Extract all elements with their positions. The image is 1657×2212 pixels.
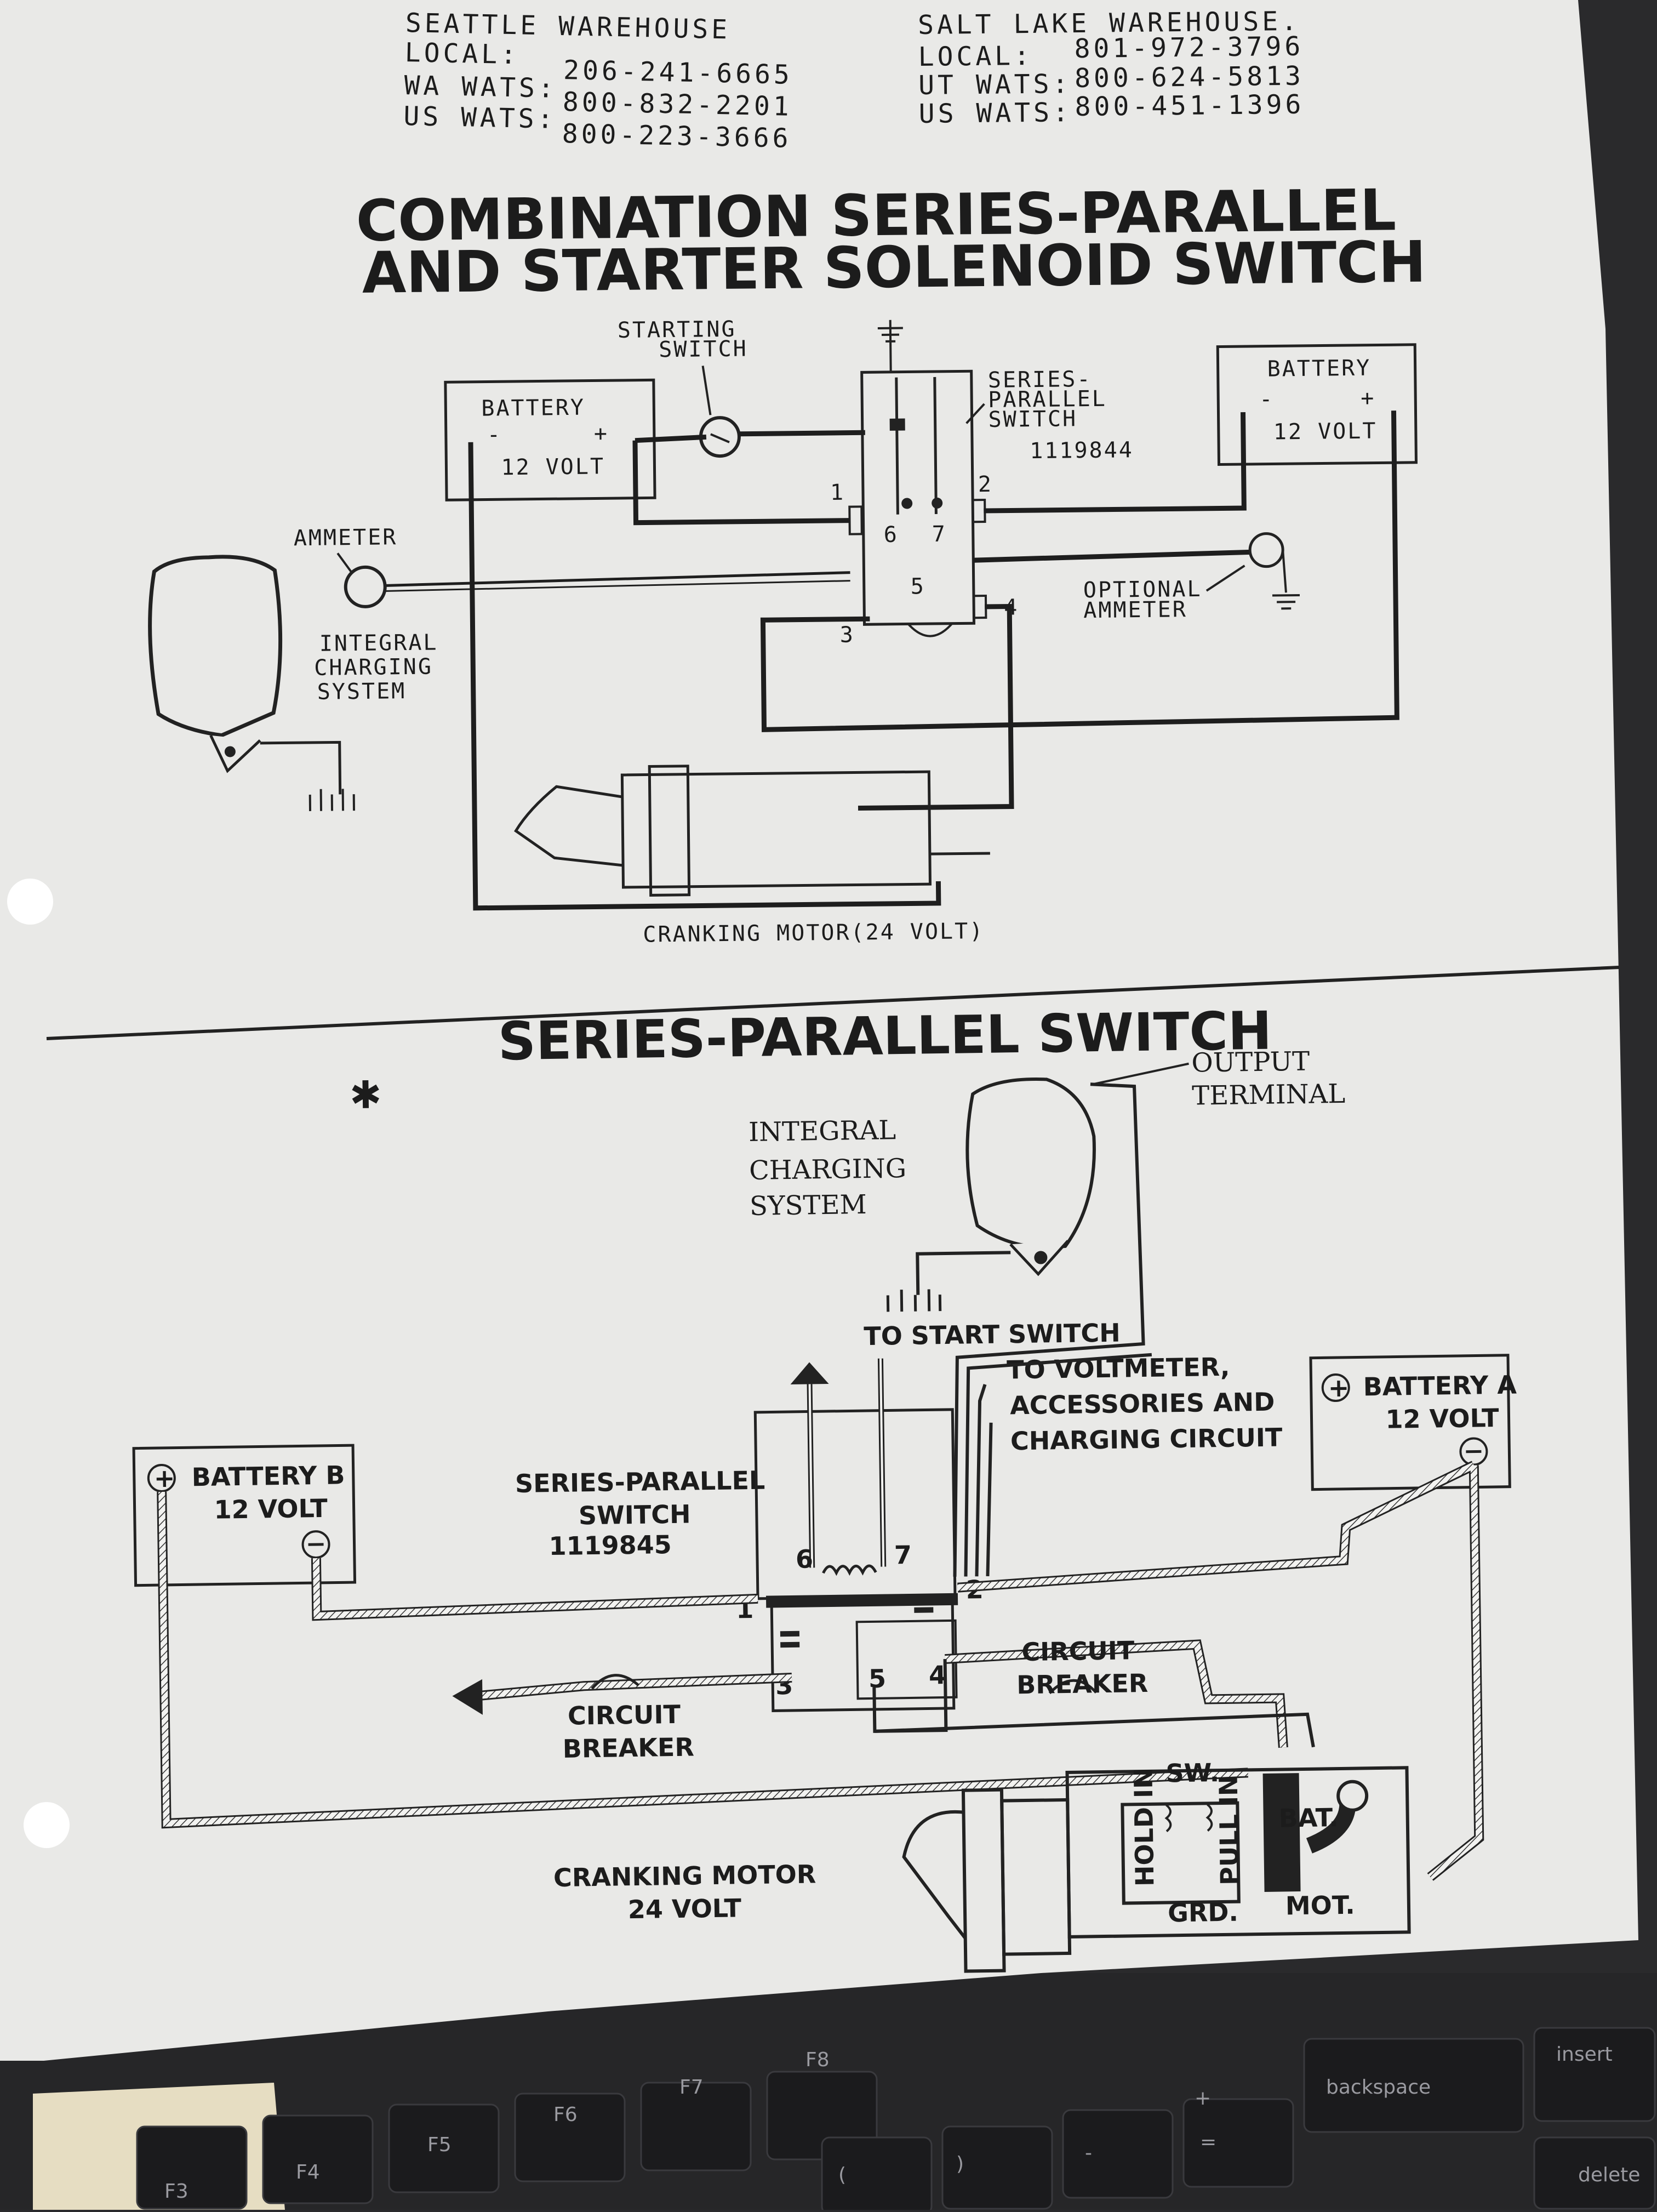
battery-a-volt: 12 VOLT	[1385, 1403, 1499, 1434]
d2-terminal-7: 7	[894, 1540, 912, 1570]
battery-a-plus: +	[1328, 1373, 1349, 1403]
saltlake-local-label: LOCAL:	[918, 41, 1033, 72]
seattle-us: 800-223-3666	[562, 118, 792, 154]
integral-label-2: CHARGING	[314, 654, 433, 681]
battery-left-volt: 12 VOLT	[501, 454, 605, 480]
sp-switch-part: 1119844	[1030, 437, 1134, 464]
output-terminal-1: OUTPUT	[1191, 1046, 1310, 1079]
seattle-local: 206-241-6665	[563, 55, 793, 90]
sp-switch-label-3: SWITCH	[988, 406, 1077, 432]
ammeter-label: AMMETER	[294, 525, 398, 551]
saltlake-ut-label: UT WATS:	[918, 69, 1072, 101]
to-voltmeter-2: ACCESSORIES AND	[1010, 1387, 1275, 1421]
battery-right-minus: -	[1259, 386, 1275, 412]
d1-terminal-7: 7	[932, 522, 947, 547]
header-saltlake: SALT LAKE WAREHOUSE. LOCAL: 801-972-3796…	[918, 6, 1305, 129]
battery-left-plus: +	[594, 421, 609, 446]
key-backspace: backspace	[1326, 2076, 1431, 2099]
key-plus: +	[1195, 2087, 1211, 2110]
diagram1-title-line2: AND STARTER SOLENOID SWITCH	[362, 229, 1426, 306]
seattle-us-label: US WATS:	[403, 101, 557, 135]
d2-sp-switch-part: 1119845	[548, 1530, 672, 1561]
mot-label: MOT.	[1285, 1890, 1355, 1921]
starting-switch-icon	[701, 418, 740, 457]
integral-label-1: INTEGRAL	[319, 630, 438, 656]
optional-ammeter-icon	[1250, 533, 1283, 567]
diagram2-title: SERIES-PARALLEL SWITCH	[498, 1000, 1272, 1073]
circuit-breaker-left-1: CIRCUIT	[568, 1700, 681, 1731]
cranking-motor-label: CRANKING MOTOR(24 VOLT)	[643, 919, 984, 948]
key-paren-close: )	[956, 2153, 964, 2175]
d1-terminal-2: 2	[978, 472, 993, 497]
circuit-breaker-left-2: BREAKER	[562, 1732, 694, 1763]
battery-b-volt: 12 VOLT	[214, 1493, 328, 1525]
d2-integral-2: CHARGING	[749, 1153, 907, 1186]
punch-hole-1	[7, 879, 53, 925]
output-terminal-2: TERMINAL	[1192, 1079, 1346, 1111]
battery-left-minus: -	[487, 422, 502, 447]
saltlake-ut: 800-624-5813	[1075, 61, 1304, 94]
battery-right-volt: 12 VOLT	[1273, 419, 1378, 445]
seattle-local-label: LOCAL:	[404, 37, 520, 70]
key-f8: F8	[805, 2049, 830, 2071]
to-voltmeter-3: CHARGING CIRCUIT	[1010, 1422, 1283, 1456]
cranking-motor-2-label-1: CRANKING MOTOR	[553, 1859, 816, 1892]
d1-terminal-1: 1	[830, 480, 845, 505]
bat-label: BAT.	[1278, 1803, 1339, 1833]
alternator-2-icon	[966, 1078, 1095, 1248]
sw-label: SW.	[1165, 1758, 1219, 1788]
battery-b-plus: +	[153, 1463, 175, 1493]
key-f6: F6	[553, 2103, 578, 2126]
cranking-motor-2-label-2: 24 VOLT	[628, 1893, 742, 1924]
circuit-breaker-right-2: BREAKER	[1016, 1668, 1149, 1700]
saltlake-us-label: US WATS:	[918, 97, 1072, 129]
ammeter-icon	[345, 567, 385, 607]
integral-label-3: SYSTEM	[317, 679, 407, 705]
key-paren-open: (	[838, 2164, 846, 2186]
key-f5: F5	[427, 2134, 452, 2156]
key-delete: delete	[1578, 2164, 1640, 2186]
circuit-breaker-right-1: CIRCUIT	[1021, 1635, 1135, 1667]
grd-label: GRD.	[1168, 1897, 1239, 1928]
handwritten-mark: ✱	[350, 1062, 381, 1120]
d2-integral-3: SYSTEM	[750, 1189, 867, 1222]
d1-terminal-5: 5	[911, 574, 926, 599]
battery-a-label: BATTERY A	[1363, 1370, 1517, 1401]
key-f4: F4	[296, 2161, 320, 2184]
d2-integral-1: INTEGRAL	[748, 1115, 896, 1148]
punch-hole-2	[24, 1802, 70, 1848]
key-minus: -	[1085, 2142, 1092, 2164]
pull-in-label: PULL IN	[1214, 1775, 1245, 1885]
d2-sp-switch-1: SERIES-PARALLEL	[515, 1466, 765, 1498]
battery-left-label: BATTERY	[481, 395, 585, 421]
saltlake-local: 801-972-3796	[1074, 31, 1304, 64]
battery-right-plus: +	[1361, 386, 1376, 411]
d2-terminal-6: 6	[796, 1544, 814, 1574]
key-equals: =	[1200, 2131, 1216, 2153]
saltlake-us: 800-451-1396	[1075, 89, 1304, 122]
d1-terminal-6: 6	[884, 522, 899, 548]
seattle-wa: 800-832-2201	[562, 87, 792, 122]
hold-in-label: HOLD IN	[1128, 1768, 1159, 1886]
battery-right-label: BATTERY	[1267, 356, 1371, 382]
battery-b-label: BATTERY B	[191, 1460, 345, 1492]
optional-ammeter-label-2: AMMETER	[1083, 597, 1187, 623]
key-f7: F7	[679, 2076, 704, 2099]
alternator-icon	[149, 556, 281, 736]
seattle-wa-label: WA WATS:	[404, 70, 557, 104]
d1-terminal-3: 3	[839, 623, 855, 648]
d2-sp-switch-2: SWITCH	[578, 1500, 690, 1531]
starting-switch-label-2: SWITCH	[659, 337, 748, 363]
key-f3: F3	[164, 2180, 188, 2203]
key-insert: insert	[1556, 2043, 1613, 2066]
d2-terminal-5: 5	[869, 1664, 887, 1694]
to-start-switch-label: TO START SWITCH	[864, 1318, 1121, 1352]
